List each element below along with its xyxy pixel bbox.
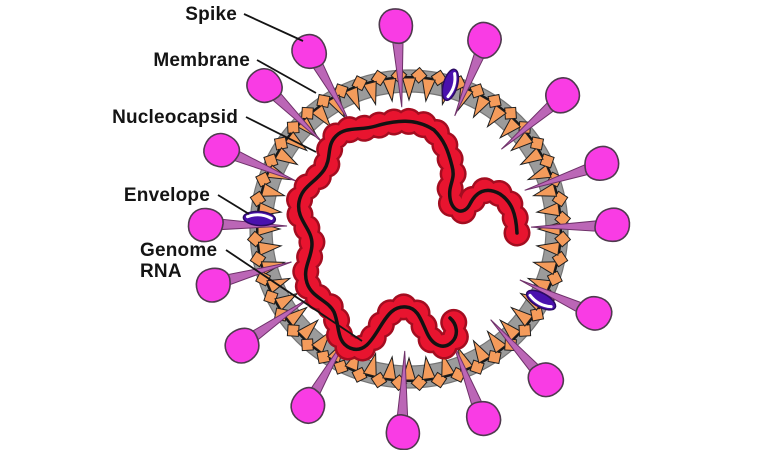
membrane-protein-cone [486, 104, 507, 129]
envelope-slit [446, 72, 457, 99]
spike-head [187, 207, 224, 243]
spike-head [378, 8, 414, 45]
membrane-protein-cone [472, 94, 491, 119]
genome-rna-line [296, 119, 519, 352]
leader-line-nucleocapsid [245, 116, 317, 153]
membrane-protein-cone [256, 241, 283, 256]
membrane-protein-cone [486, 329, 507, 354]
spike [385, 350, 421, 450]
membrane-protein-diamond [554, 230, 572, 248]
leader-line-genome-rna [225, 249, 363, 342]
membrane-protein-cone [531, 261, 558, 276]
membrane-protein-cone [509, 306, 534, 327]
leader-line-membrane [256, 59, 317, 94]
membrane-protein-cone [535, 202, 562, 217]
membrane-protein-cone [519, 147, 544, 166]
spike [378, 8, 414, 108]
spike [224, 298, 310, 364]
spike-head [575, 295, 613, 331]
nucleocapsid-beads [287, 110, 528, 361]
leader-line-envelope [217, 194, 250, 215]
spike [530, 207, 631, 243]
nucleocapsid-group [285, 107, 531, 363]
spike-head [467, 21, 502, 59]
membrane-protein-cone [531, 182, 558, 197]
membrane-protein-cone [284, 306, 309, 327]
membrane-protein-cone [274, 147, 299, 166]
spike-head [246, 67, 283, 104]
spike-head [385, 414, 421, 450]
membrane-protein-cone [498, 116, 522, 140]
membrane-protein-cone [382, 76, 397, 103]
virion [187, 8, 631, 450]
spike [203, 132, 297, 182]
spike [454, 21, 502, 117]
envelope-slit [528, 293, 553, 309]
spike-head [290, 386, 326, 425]
spike-head [527, 362, 565, 398]
membrane-protein-cone [421, 355, 436, 382]
spike-head [203, 132, 241, 168]
spike-head [224, 327, 260, 364]
membrane-protein-cone [526, 164, 553, 181]
leader-line-spike [243, 13, 304, 42]
spike [195, 261, 292, 303]
leader-lines [217, 13, 363, 342]
membrane-protein-cone [311, 104, 332, 129]
spike-head [465, 400, 502, 437]
membrane-protein-cone [498, 318, 522, 342]
spike-head [291, 33, 328, 70]
membrane-protein-cone [535, 241, 562, 256]
labels: Spike Membrane Nucleocapsid Envelope Gen… [112, 4, 250, 282]
spike-head [195, 267, 231, 303]
spike-head [545, 77, 581, 114]
label-spike: Spike [185, 4, 237, 25]
label-membrane: Membrane [153, 50, 250, 71]
spike [246, 67, 324, 144]
envelope-protein [441, 68, 460, 102]
spike [490, 319, 565, 398]
membrane-protein-cone [509, 131, 534, 152]
membrane-protein-cone [382, 355, 397, 382]
membrane-protein-cone [311, 329, 332, 354]
spike [524, 145, 620, 191]
spike [291, 33, 351, 123]
membrane-protein-cone [362, 80, 377, 107]
label-envelope: Envelope [124, 185, 210, 206]
label-rna: RNA [140, 261, 182, 282]
envelope-protein [525, 289, 557, 311]
spike-head [584, 145, 620, 182]
spike-head [594, 207, 631, 243]
membrane-protein-cone [260, 182, 287, 197]
membrane-protein-cone [472, 339, 491, 364]
membrane-protein-cone [274, 292, 299, 311]
membrane-protein-cone [344, 85, 361, 112]
envelope-protein [242, 210, 277, 227]
label-nucleocapsid: Nucleocapsid [112, 107, 238, 128]
spike [500, 77, 581, 150]
membrane-protein-cone [421, 76, 436, 103]
spike [452, 342, 502, 437]
envelope-slit [245, 213, 273, 220]
membrane-protein-cone [401, 76, 417, 102]
spike [519, 279, 613, 331]
membrane-protein-cone [296, 318, 320, 342]
label-genome: Genome [140, 240, 217, 261]
membrane-protein-cone [362, 351, 377, 378]
